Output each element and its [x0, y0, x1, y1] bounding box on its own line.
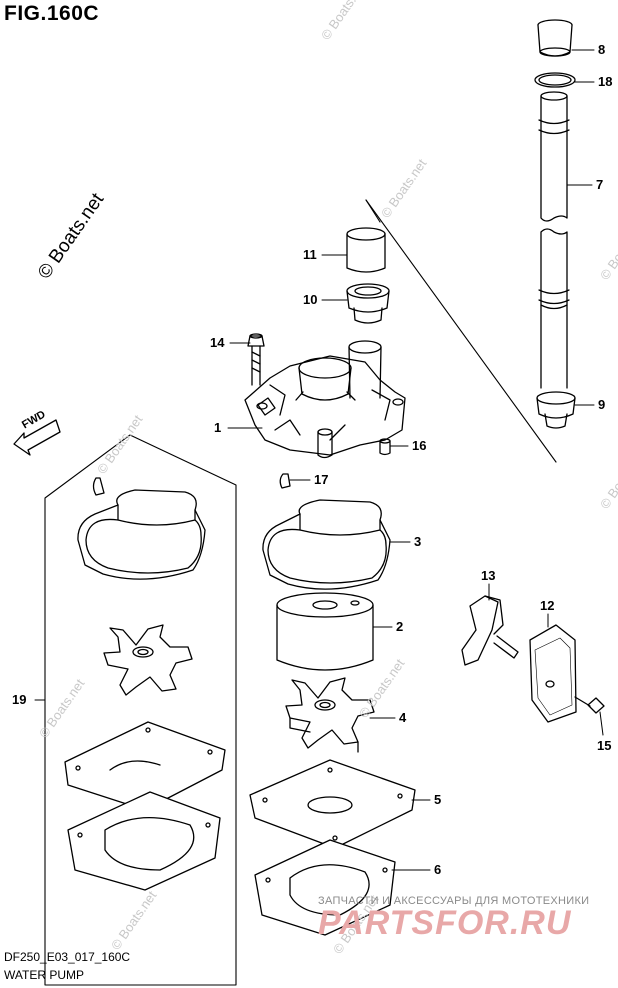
part-1-pump-case [244, 340, 406, 459]
callout-1: 1 [214, 420, 222, 435]
callout-5: 5 [434, 792, 442, 807]
callout-17: 17 [314, 472, 329, 487]
callout-4: 4 [399, 710, 407, 725]
part-7-water-tube [538, 91, 570, 389]
part-10-bushing [346, 283, 390, 324]
callout-10: 10 [303, 292, 318, 307]
part-3-gasket [262, 499, 391, 590]
kit-19-bracket [44, 434, 237, 986]
kit-19-impeller [103, 624, 193, 696]
callout-8: 8 [598, 42, 606, 57]
callout-18: 18 [598, 74, 613, 89]
callout-14: 14 [210, 335, 225, 350]
part-13-handle [461, 595, 519, 666]
part-6-gasket [254, 839, 396, 936]
callout-19: 19 [12, 692, 27, 707]
tube-guide-line [365, 199, 557, 463]
callout-15: 15 [597, 738, 612, 753]
fwd-arrow-icon [13, 419, 61, 456]
part-8-collar [537, 19, 573, 57]
part-16-pin [379, 438, 391, 456]
callout-6: 6 [434, 862, 442, 877]
kit-19-plate [64, 721, 226, 811]
diagram-code: DF250_E03_017_160C [4, 950, 131, 964]
part-17-key [279, 473, 291, 489]
part-4-impeller [285, 677, 375, 753]
callout-3: 3 [414, 534, 422, 549]
part-14-bolt [247, 333, 265, 386]
callout-12: 12 [540, 598, 555, 613]
kit-19-lower-gasket [67, 791, 221, 891]
part-11-sleeve [346, 227, 386, 273]
part-12-grille [529, 624, 577, 723]
part-2-liner [276, 592, 374, 671]
callout-9: 9 [598, 397, 606, 412]
callout-16: 16 [412, 438, 427, 453]
kit-19-key [92, 477, 105, 496]
part-9-grommet [536, 391, 576, 429]
kit-19-gasket [77, 489, 206, 580]
part-15-screw [574, 696, 605, 714]
figure-title: FIG.160C [4, 2, 100, 25]
callout-2: 2 [396, 619, 404, 634]
shop-watermark-brand: PARTSFOR.RU [318, 904, 572, 942]
diagram-caption: WATER PUMP [4, 968, 84, 982]
part-18-o-ring [534, 72, 576, 88]
callout-11: 11 [303, 247, 317, 262]
callout-13: 13 [481, 568, 496, 583]
callout-7: 7 [596, 177, 604, 192]
part-5-plate [249, 759, 416, 849]
shop-watermark-subtitle: ЗАПЧАСТИ И АКСЕССУАРЫ ДЛЯ МОТОТЕХНИКИ [318, 895, 590, 907]
leader-lines [34, 49, 604, 871]
